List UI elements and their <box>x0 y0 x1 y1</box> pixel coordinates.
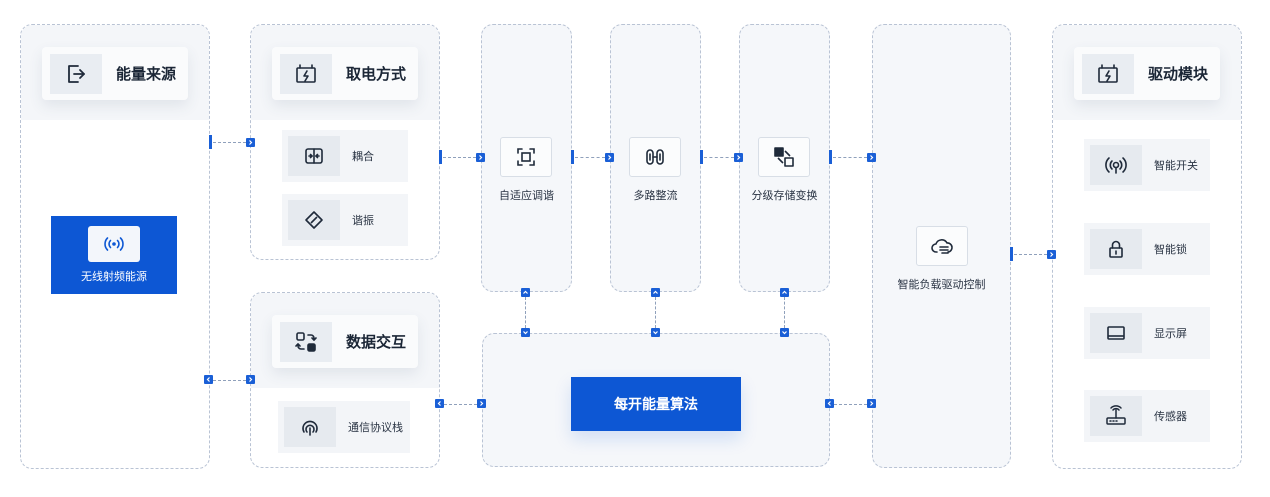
data-item-protocol[interactable]: 通信协议栈 <box>278 401 410 453</box>
connector-bar <box>1010 247 1013 261</box>
connector-line <box>444 404 477 405</box>
power-method-title: 取电方式 <box>346 65 407 83</box>
arrow-up-icon <box>651 288 660 297</box>
stage-label: 分级存储变换 <box>751 189 818 202</box>
broadcast-icon <box>88 226 140 262</box>
connector-line <box>213 380 246 381</box>
lock-icon <box>1090 229 1142 269</box>
power-method-header: 取电方式 <box>272 47 418 100</box>
controller-label: 智能负载驱动控制 <box>897 278 986 291</box>
cloud-control-icon[interactable] <box>916 226 968 266</box>
algorithm-button[interactable]: 每开能量算法 <box>571 377 741 431</box>
storage-convert-icon[interactable] <box>758 137 810 177</box>
power-item-label: 耦合 <box>352 150 374 163</box>
connector-bar <box>571 150 574 164</box>
algorithm-label: 每开能量算法 <box>614 397 698 413</box>
connector-line <box>784 297 785 328</box>
connector-bar <box>829 150 832 164</box>
connector-line <box>213 142 246 143</box>
arrow-left-icon <box>435 399 444 408</box>
arrow-up-icon <box>780 288 789 297</box>
arrow-right-icon <box>1047 250 1056 259</box>
connector-line <box>575 157 605 158</box>
data-item-label: 通信协议栈 <box>348 421 403 434</box>
battery-bolt-icon <box>280 53 332 94</box>
arrow-right-icon <box>477 399 486 408</box>
stage-label: 自适应调谐 <box>499 189 554 202</box>
drive-item-lock[interactable]: 智能锁 <box>1084 223 1210 275</box>
energy-source-title: 能量来源 <box>116 65 177 83</box>
connector-line <box>655 297 656 328</box>
connector-bar <box>439 150 442 164</box>
monitor-icon <box>1090 313 1142 353</box>
connector-line <box>833 157 867 158</box>
rectifier-icon[interactable] <box>629 137 681 177</box>
power-item-resonance[interactable]: 谐振 <box>282 194 408 246</box>
arrow-right-icon <box>246 375 255 384</box>
arrow-down-icon <box>780 328 789 337</box>
arrow-down-icon <box>521 328 530 337</box>
connector-line <box>704 157 734 158</box>
arrow-down-icon <box>651 328 660 337</box>
drive-item-label: 智能锁 <box>1154 243 1187 256</box>
connector-line <box>525 297 526 328</box>
data-exchange-title: 数据交互 <box>346 333 407 351</box>
battery-bolt-icon <box>1082 53 1134 94</box>
data-exchange-header: 数据交互 <box>272 315 418 368</box>
signal-switch-icon <box>1090 145 1142 185</box>
arrow-right-icon <box>867 153 876 162</box>
arrow-right-icon <box>734 153 743 162</box>
fingerprint-icon <box>284 407 336 447</box>
drive-module-header: 驱动模块 <box>1074 47 1220 100</box>
power-item-label: 谐振 <box>352 214 374 227</box>
arrow-right-icon <box>605 153 614 162</box>
arrow-up-icon <box>521 288 530 297</box>
connector-line <box>443 157 476 158</box>
exchange-icon <box>280 321 332 362</box>
arrow-left-icon <box>204 375 213 384</box>
resonance-icon <box>288 200 340 240</box>
router-icon <box>1090 396 1142 436</box>
drive-item-display[interactable]: 显示屏 <box>1084 307 1210 359</box>
coupling-icon <box>288 136 340 176</box>
arrow-right-icon <box>476 153 485 162</box>
exit-arrow-icon <box>50 53 102 94</box>
drive-module-title: 驱动模块 <box>1148 65 1209 83</box>
stage-label: 多路整流 <box>633 189 678 202</box>
drive-item-label: 智能开关 <box>1154 159 1198 172</box>
drive-item-sensor[interactable]: 传感器 <box>1084 390 1210 442</box>
connector-bar <box>700 150 703 164</box>
drive-item-switch[interactable]: 智能开关 <box>1084 139 1210 191</box>
focus-frame-icon[interactable] <box>500 137 552 177</box>
arrow-left-icon <box>825 399 834 408</box>
drive-item-label: 显示屏 <box>1154 327 1187 340</box>
connector-bar <box>209 135 212 149</box>
arrow-right-icon <box>867 399 876 408</box>
drive-item-label: 传感器 <box>1154 410 1187 423</box>
rf-energy-box[interactable]: 无线射频能源 <box>51 216 177 294</box>
connector-line <box>1014 254 1047 255</box>
rf-energy-label: 无线射频能源 <box>81 270 147 283</box>
arrow-right-icon <box>246 138 255 147</box>
power-item-coupling[interactable]: 耦合 <box>282 130 408 182</box>
energy-source-header: 能量来源 <box>42 47 188 100</box>
connector-line <box>834 404 867 405</box>
